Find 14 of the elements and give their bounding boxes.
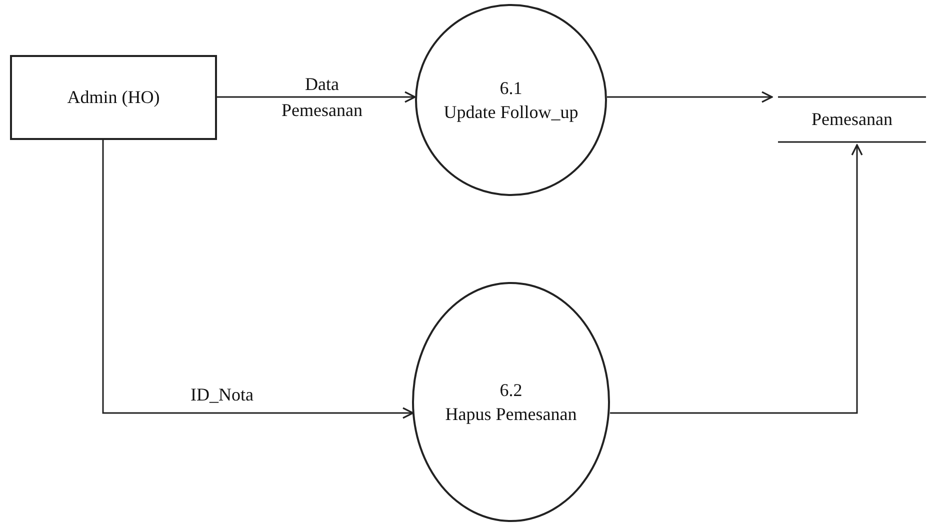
arrow	[610, 144, 863, 414]
external-entity-box	[10, 55, 217, 140]
process-circle	[412, 282, 610, 522]
process-circle	[415, 4, 607, 196]
process-number: 6.1	[500, 76, 522, 100]
node-label: Hapus Pemesanan	[445, 403, 577, 426]
node-label: Admin (HO)	[67, 86, 160, 110]
node-label: Update Follow_up	[444, 101, 578, 124]
arrow	[102, 140, 414, 419]
arrow	[607, 91, 773, 103]
arrow	[217, 91, 416, 103]
edge-label: Data Pemesanan	[280, 73, 364, 122]
node-label: Pemesanan	[812, 108, 892, 132]
process-number: 6.2	[500, 378, 522, 402]
